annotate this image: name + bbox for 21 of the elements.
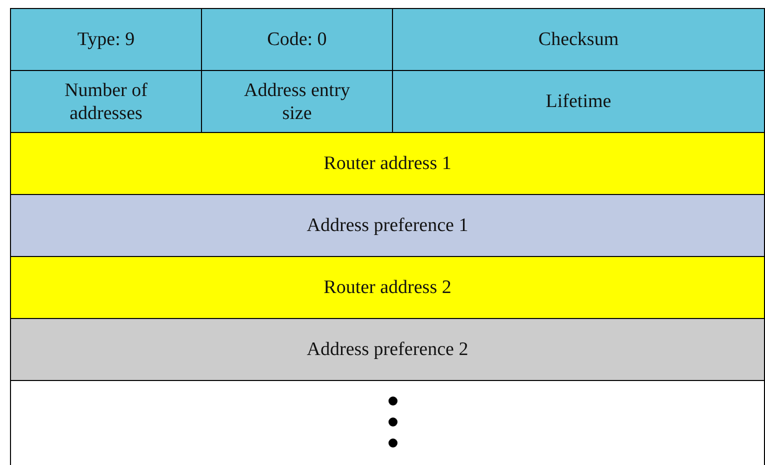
- field-cell: [10, 256, 765, 319]
- table-row: [10, 380, 765, 465]
- field-name: Router address 1: [322, 152, 452, 175]
- field-cell: [201, 70, 393, 133]
- field-name: Type: 9: [76, 28, 136, 51]
- field-name: Router address 2: [322, 276, 452, 299]
- field-name: Code: 0: [266, 28, 328, 51]
- field-name: Number of addresses: [64, 78, 148, 124]
- field-name: Checksum: [537, 28, 620, 51]
- field-cell: [392, 70, 765, 133]
- field-cell: [201, 8, 393, 71]
- field-name: Lifetime: [544, 90, 612, 113]
- field-cell: [10, 194, 765, 257]
- field-cell: [10, 8, 202, 71]
- field-cell: [10, 70, 202, 133]
- field-name: Address preference 1: [306, 214, 470, 237]
- field-cell: [10, 318, 765, 381]
- field-name: Address entry size: [242, 78, 352, 124]
- field-name: Address preference 2: [306, 338, 470, 361]
- field-cell: [392, 8, 765, 71]
- field-cell: [10, 132, 765, 195]
